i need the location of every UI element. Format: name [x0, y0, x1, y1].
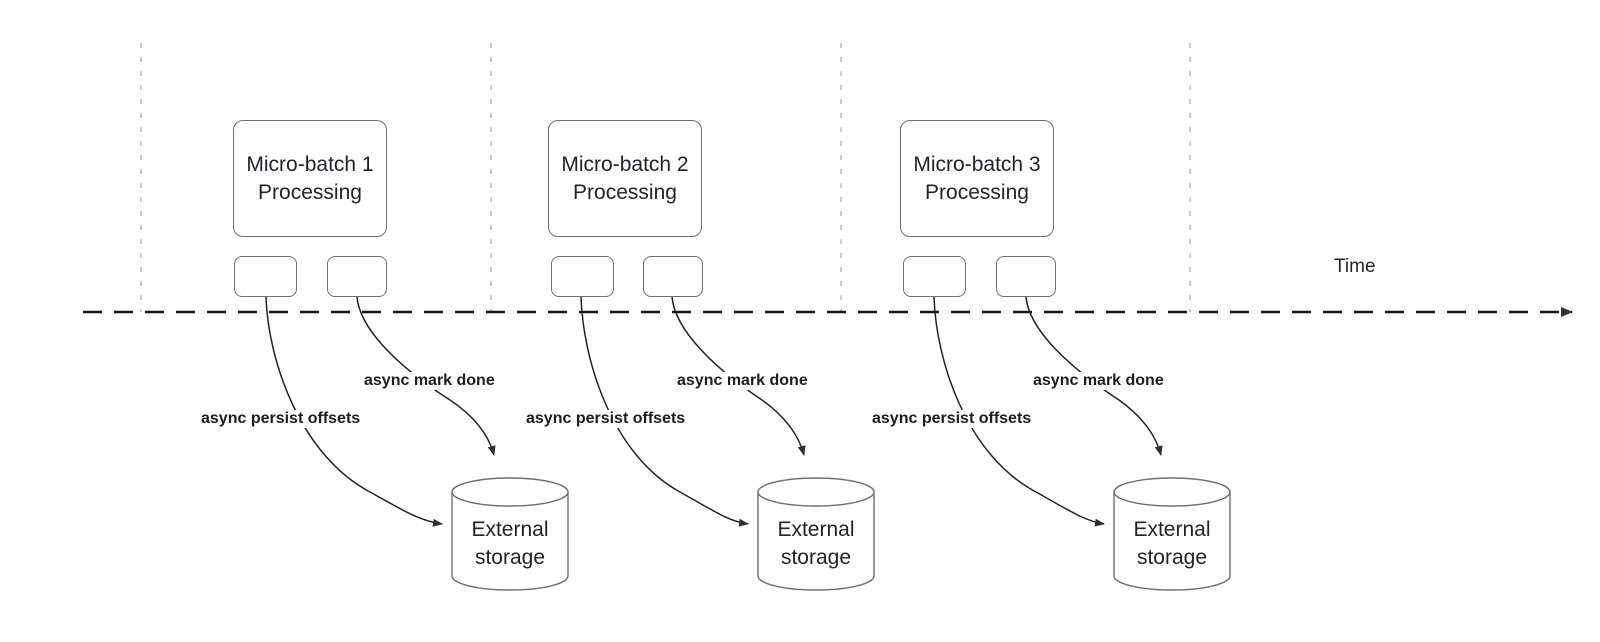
cylinder-top-1	[451, 477, 569, 507]
edge-layer	[265, 296, 1163, 527]
persist-offsets-task-3[interactable]	[903, 256, 966, 297]
async-persist-offsets-arrow-2	[580, 296, 749, 527]
external-storage-cylinder-1[interactable]	[451, 477, 569, 591]
time-axis-label: Time	[1334, 256, 1376, 277]
timeline-tick-layer	[140, 43, 1191, 312]
async-persist-offsets-arrow-3	[933, 296, 1105, 527]
mark-done-task-2[interactable]	[643, 256, 703, 297]
async-mark-done-label-1: async mark done	[362, 372, 497, 390]
external-storage-cylinder-2[interactable]	[757, 477, 875, 591]
async-mark-done-label-2: async mark done	[675, 372, 810, 390]
async-mark-done-arrow-1	[356, 296, 496, 456]
mark-done-task-1[interactable]	[327, 256, 387, 297]
async-mark-done-arrow-2	[671, 296, 806, 456]
cylinder-top-2	[757, 477, 875, 507]
cylinder-body-3	[1113, 491, 1231, 591]
persist-offsets-task-2[interactable]	[551, 256, 614, 297]
async-persist-offsets-label-1: async persist offsets	[199, 410, 363, 428]
cylinder-top-3	[1113, 477, 1231, 507]
persist-offsets-task-1[interactable]	[234, 256, 297, 297]
external-storage-cylinder-3[interactable]	[1113, 477, 1231, 591]
mark-done-task-3[interactable]	[996, 256, 1056, 297]
async-persist-offsets-label-3: async persist offsets	[870, 410, 1034, 428]
micro-batch-processing-box-2[interactable]: Micro-batch 2 Processing	[548, 120, 702, 237]
storage-cylinder-layer	[451, 477, 1231, 591]
cylinder-body-2	[757, 491, 875, 591]
async-persist-offsets-arrow-1	[265, 296, 443, 527]
async-mark-done-label-3: async mark done	[1031, 372, 1166, 390]
micro-batch-processing-box-1[interactable]: Micro-batch 1 Processing	[233, 120, 387, 237]
micro-batch-processing-box-3[interactable]: Micro-batch 3 Processing	[900, 120, 1054, 237]
async-persist-offsets-label-2: async persist offsets	[524, 410, 688, 428]
async-mark-done-arrow-3	[1025, 296, 1163, 456]
cylinder-body-1	[451, 491, 569, 591]
